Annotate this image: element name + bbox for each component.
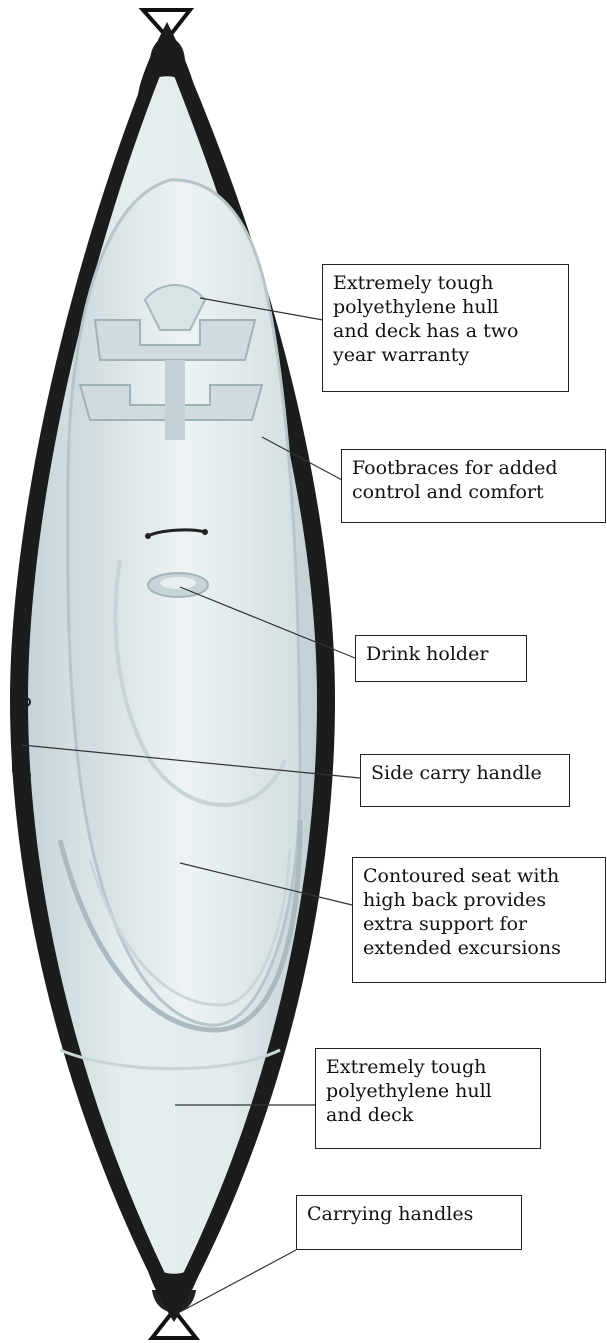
callout-hull-warranty-line-4: year warranty — [333, 343, 558, 367]
callout-hull-deck-line-2: polyethylene hull — [326, 1079, 530, 1103]
callout-side-carry-handle: Side carry handle — [360, 754, 570, 807]
callout-seat-line-1: Contoured seat with — [363, 864, 595, 888]
callout-carrying-handles-line-1: Carrying handles — [307, 1202, 511, 1226]
callout-hull-warranty-line-3: and deck has a two — [333, 319, 558, 343]
callout-hull-warranty: Extremely tough polyethylene hull and de… — [322, 264, 569, 392]
callout-hull-deck-line-3: and deck — [326, 1103, 530, 1127]
callout-drink-holder-line-1: Drink holder — [366, 642, 516, 666]
callout-contoured-seat: Contoured seat with high back provides e… — [352, 857, 606, 983]
callout-hull-warranty-line-1: Extremely tough — [333, 271, 558, 295]
callout-hull-warranty-line-2: polyethylene hull — [333, 295, 558, 319]
callout-footbraces-line-2: control and comfort — [352, 480, 595, 504]
callout-seat-line-4: extended excursions — [363, 936, 595, 960]
callout-footbraces: Footbraces for added control and comfort — [341, 449, 606, 523]
callout-drink-holder: Drink holder — [355, 635, 527, 682]
callout-seat-line-2: high back provides — [363, 888, 595, 912]
callout-footbraces-line-1: Footbraces for added — [352, 456, 595, 480]
drink-holder — [148, 573, 208, 597]
callout-seat-line-3: extra support for — [363, 912, 595, 936]
callout-hull-deck-line-1: Extremely tough — [326, 1055, 530, 1079]
callout-carrying-handles: Carrying handles — [296, 1195, 522, 1250]
callout-side-carry-handle-line-1: Side carry handle — [371, 761, 559, 785]
callout-hull-deck: Extremely tough polyethylene hull and de… — [315, 1048, 541, 1149]
